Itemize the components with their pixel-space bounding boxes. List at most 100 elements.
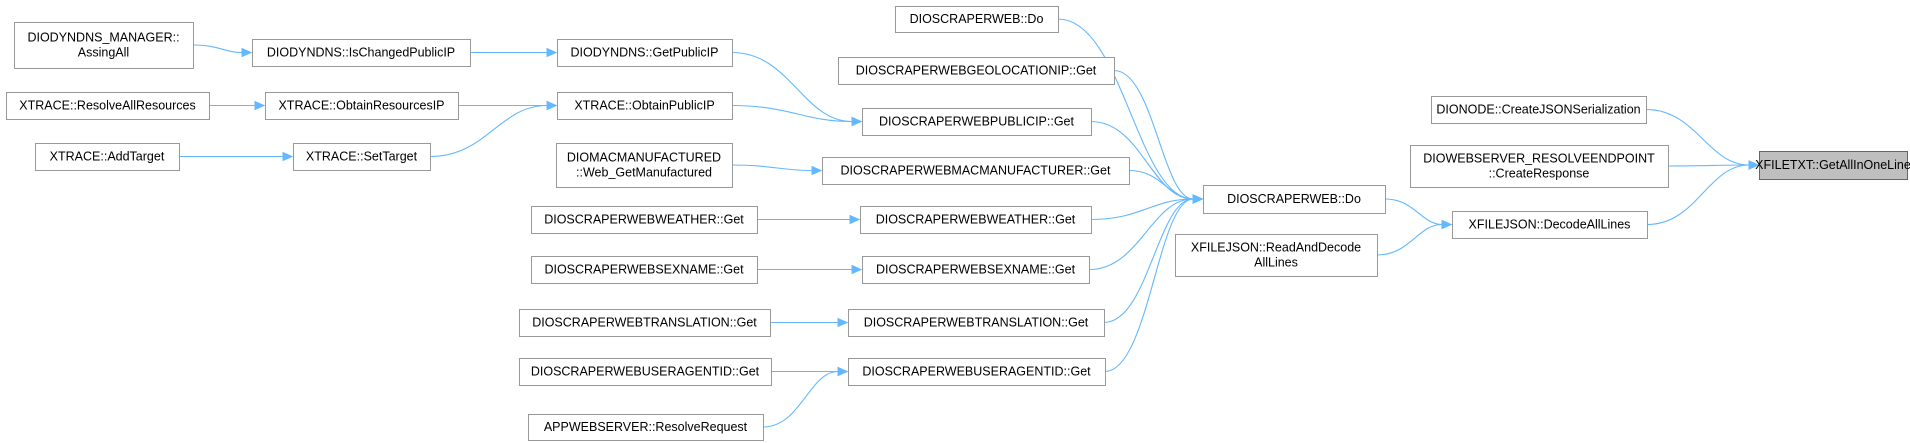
node-label: ::Web_GetManufactured xyxy=(576,166,712,180)
node-label: DIOSCRAPERWEB::Do xyxy=(1227,192,1361,206)
node-dioscraperweb-do-top[interactable]: DIOSCRAPERWEB::Do xyxy=(895,6,1059,33)
node-xtrace-obtainpublicip[interactable]: XTRACE::ObtainPublicIP xyxy=(557,92,733,120)
node-geolocation-get[interactable]: DIOSCRAPERWEBGEOLOCATIONIP::Get xyxy=(838,57,1115,85)
edge-xtrace_resolveall-to-xtrace_obtainresources xyxy=(208,100,266,111)
node-box xyxy=(1452,211,1648,239)
node-label: DIOSCRAPERWEBUSERAGENTID::Get xyxy=(531,365,760,379)
edge-arrowhead xyxy=(837,366,849,377)
edge-xtrace_settarget-to-xtrace_obtainpublicip xyxy=(429,100,558,158)
node-box xyxy=(822,157,1130,185)
node-label: DIOSCRAPERWEBMACMANUFACTURER::Get xyxy=(841,164,1111,178)
node-box xyxy=(528,414,764,441)
node-box xyxy=(838,57,1115,85)
node-label: DIOSCRAPERWEBTRANSLATION::Get xyxy=(532,316,757,330)
edge-arrowhead xyxy=(282,151,294,162)
node-xtrace-addtarget[interactable]: XTRACE::AddTarget xyxy=(35,143,180,171)
node-box xyxy=(1410,145,1669,188)
node-diowebserver-resolve[interactable]: DIOWEBSERVER_RESOLVEENDPOINT::CreateResp… xyxy=(1410,145,1669,188)
node-box xyxy=(531,256,758,284)
node-box xyxy=(556,143,733,188)
node-label: XFILEJSON::DecodeAllLines xyxy=(1469,218,1631,232)
node-xtrace-resolveall[interactable]: XTRACE::ResolveAllResources xyxy=(6,92,210,120)
node-diodyndns-manager-assing[interactable]: DIODYNDNS_MANAGER::AssingAll xyxy=(14,22,194,69)
edge-arrowhead xyxy=(851,264,863,275)
edge-weather_get_left-to-weather_get xyxy=(757,214,861,225)
edge-line xyxy=(731,104,853,123)
node-box xyxy=(14,22,194,69)
node-label: XTRACE::ObtainResourcesIP xyxy=(278,99,444,113)
node-label: XTRACE::ResolveAllResources xyxy=(19,99,195,113)
edge-line xyxy=(1057,18,1194,200)
node-diodyndns-ischanged[interactable]: DIODYNDNS::IsChangedPublicIP xyxy=(252,39,471,67)
node-sexname-get[interactable]: DIOSCRAPERWEBSEXNAME::Get xyxy=(862,256,1090,284)
edge-line xyxy=(192,44,243,54)
node-label: APPWEBSERVER::ResolveRequest xyxy=(544,420,748,434)
node-appwebserver-resolve[interactable]: APPWEBSERVER::ResolveRequest xyxy=(528,414,764,441)
edge-line xyxy=(1113,69,1194,200)
node-box xyxy=(1759,151,1908,180)
edge-useragentid_get-to-dioscraperweb_do_main xyxy=(1104,194,1204,373)
node-box xyxy=(35,143,180,171)
node-box xyxy=(557,39,733,67)
node-sexname-get-left[interactable]: DIOSCRAPERWEBSEXNAME::Get xyxy=(531,256,758,284)
node-dionode-createjson[interactable]: DIONODE::CreateJSONSerialization xyxy=(1431,96,1647,124)
edge-xtrace_addtarget-to-xtrace_settarget xyxy=(179,151,294,162)
node-label: XTRACE::AddTarget xyxy=(50,150,165,164)
edge-xfilejson_readdecode-to-xfilejson_decode xyxy=(1376,219,1453,256)
node-box xyxy=(6,92,210,120)
node-translation-get[interactable]: DIOSCRAPERWEBTRANSLATION::Get xyxy=(848,309,1105,337)
edge-arrowhead xyxy=(546,47,558,58)
node-target[interactable]: XFILETXT::GetAllInOneLine xyxy=(1755,151,1910,180)
edge-line xyxy=(1088,198,1194,271)
node-label: XFILETXT::GetAllInOneLine xyxy=(1755,158,1910,172)
node-xtrace-obtainresources[interactable]: XTRACE::ObtainResourcesIP xyxy=(265,92,459,120)
node-publicip-get[interactable]: DIOSCRAPERWEBPUBLICIP::Get xyxy=(862,108,1092,136)
node-label: AllLines xyxy=(1254,256,1298,270)
node-label: DIOSCRAPERWEBTRANSLATION::Get xyxy=(864,316,1089,330)
edge-sexname_get_left-to-sexname_get xyxy=(756,264,863,275)
node-box xyxy=(895,6,1059,33)
edge-line xyxy=(1104,198,1194,373)
edge-line xyxy=(1090,198,1194,221)
node-box xyxy=(265,92,459,120)
node-translation-get-left[interactable]: DIOSCRAPERWEBTRANSLATION::Get xyxy=(519,309,771,337)
node-label: DIOSCRAPERWEB::Do xyxy=(910,12,1044,26)
edge-line xyxy=(1103,198,1194,324)
nodes-layer: XFILETXT::GetAllInOneLine DIONODE::Create… xyxy=(6,6,1910,441)
edge-arrowhead xyxy=(1192,194,1204,204)
edge-arrowhead xyxy=(849,214,861,225)
edge-arrowhead xyxy=(1441,219,1453,230)
node-label: DIODYNDNS::GetPublicIP xyxy=(571,46,719,60)
node-label: DIONODE::CreateJSONSerialization xyxy=(1436,103,1640,117)
node-dioscraperweb-do-main[interactable]: DIOSCRAPERWEB::Do xyxy=(1203,185,1386,214)
node-label: DIOWEBSERVER_RESOLVEENDPOINT xyxy=(1423,152,1655,166)
node-label: XTRACE::ObtainPublicIP xyxy=(574,99,714,113)
edge-xtrace_obtainpublicip-to-publicip_get xyxy=(731,104,863,127)
edge-line xyxy=(1376,223,1443,256)
edge-arrowhead xyxy=(241,47,253,58)
node-macmanufacturer-get[interactable]: DIOSCRAPERWEBMACMANUFACTURER::Get xyxy=(822,157,1130,185)
node-box xyxy=(1203,185,1386,214)
node-box xyxy=(519,358,772,386)
edge-line xyxy=(1667,164,1750,167)
node-diomac-webget[interactable]: DIOMACMANUFACTURED::Web_GetManufactured xyxy=(556,143,733,188)
node-useragentid-get-left[interactable]: DIOSCRAPERWEBUSERAGENTID::Get xyxy=(519,358,772,386)
node-weather-get-left[interactable]: DIOSCRAPERWEBWEATHER::Get xyxy=(531,206,758,234)
node-xfilejson-decode[interactable]: XFILEJSON::DecodeAllLines xyxy=(1452,211,1648,239)
node-label: ::CreateResponse xyxy=(1489,167,1590,181)
edge-line xyxy=(1384,198,1443,226)
edge-line xyxy=(762,370,839,428)
node-label: DIOSCRAPERWEBPUBLICIP::Get xyxy=(879,115,1074,129)
node-useragentid-get[interactable]: DIOSCRAPERWEBUSERAGENTID::Get xyxy=(848,358,1106,386)
edge-arrowhead xyxy=(837,317,849,328)
node-weather-get[interactable]: DIOSCRAPERWEBWEATHER::Get xyxy=(860,206,1092,234)
edge-diodyndns_manager_assing-to-diodyndns_ischanged xyxy=(192,44,253,58)
edges-layer xyxy=(179,18,1760,428)
node-box xyxy=(1431,96,1647,124)
node-diodyndns-getpublicip[interactable]: DIODYNDNS::GetPublicIP xyxy=(557,39,733,67)
node-box xyxy=(252,39,471,67)
node-label: XTRACE::SetTarget xyxy=(306,150,418,164)
node-xtrace-settarget[interactable]: XTRACE::SetTarget xyxy=(293,143,431,171)
node-box xyxy=(531,206,758,234)
